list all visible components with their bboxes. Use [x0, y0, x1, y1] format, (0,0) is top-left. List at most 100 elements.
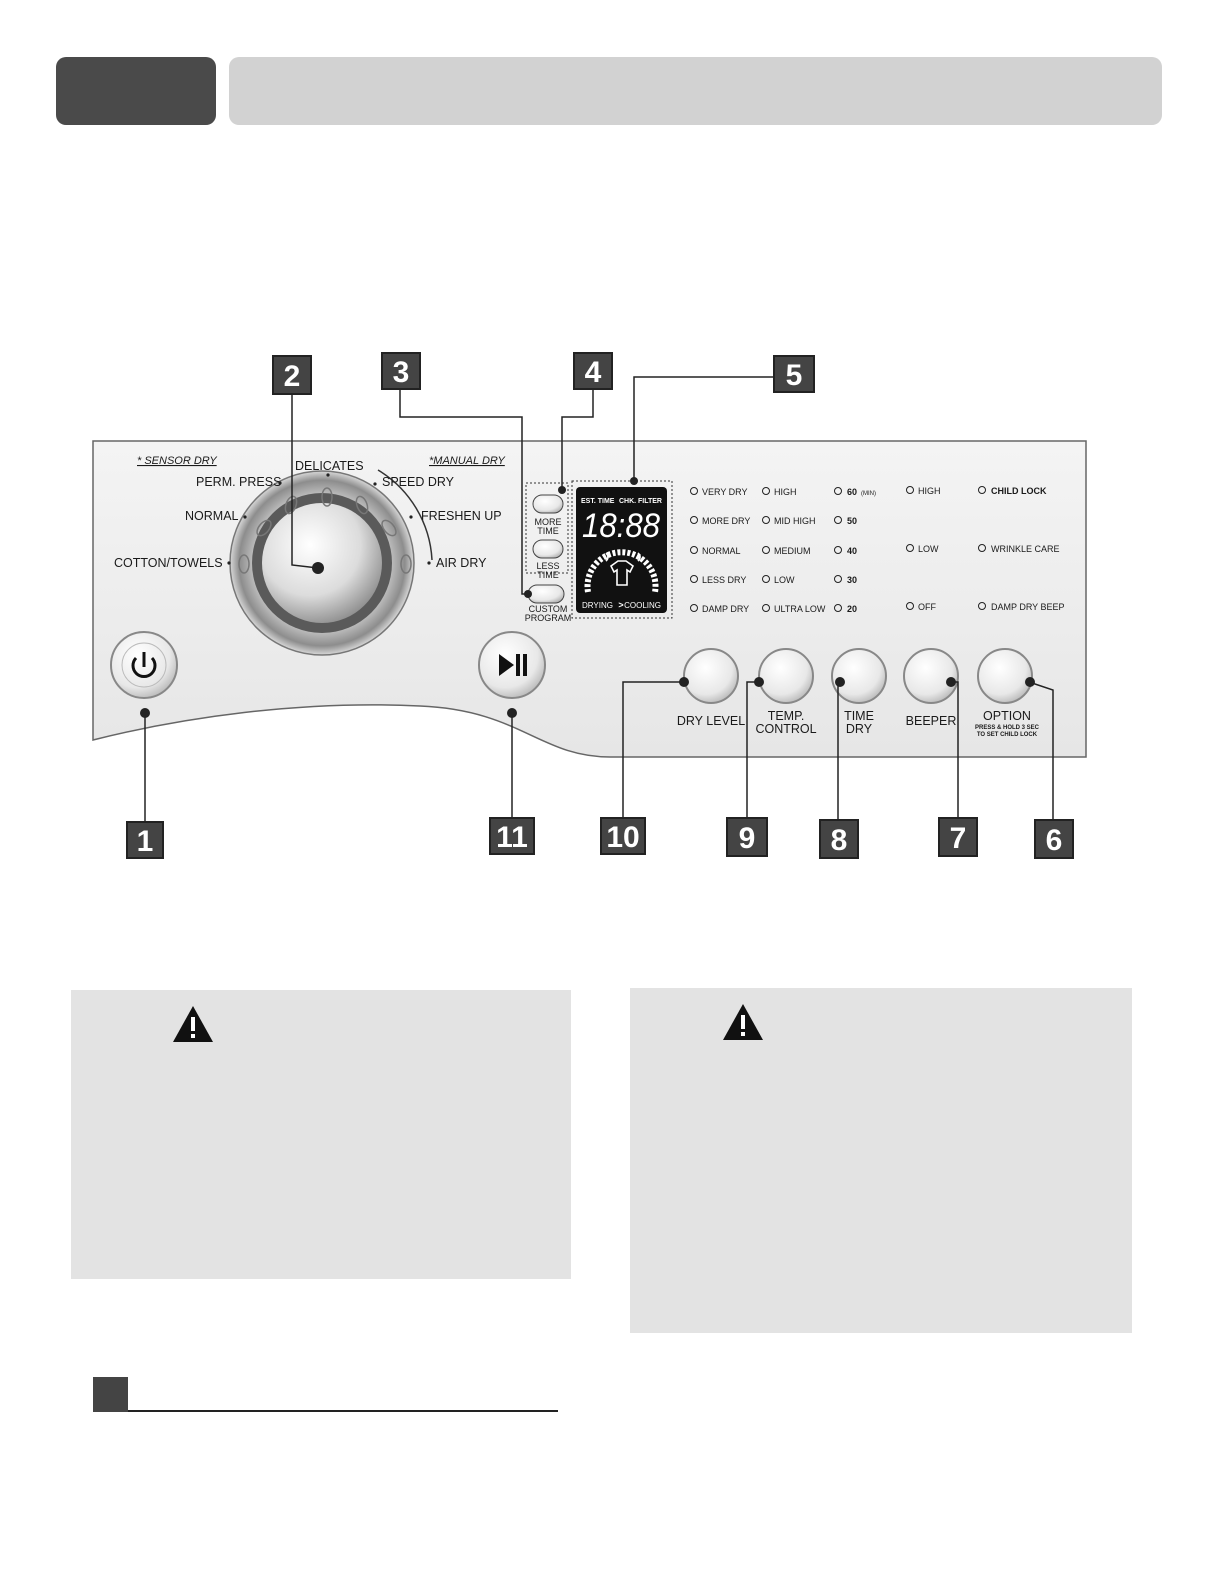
option-label: OPTION [983, 709, 1031, 723]
dial-cycle-dots [227, 473, 431, 565]
lcd-display: EST. TIME CHK. FILTER 18:88 DRYING > COO… [576, 487, 667, 613]
svg-text:8: 8 [831, 824, 848, 857]
callout-3: 3 [381, 352, 421, 390]
less-time-label-2: TIME [537, 570, 559, 580]
time-dry-label-2: DRY [846, 722, 873, 736]
dry-level-more-dry: MORE DRY [702, 516, 750, 526]
time-40: 40 [847, 546, 857, 556]
dry-level-button[interactable] [683, 648, 739, 704]
temp-low: LOW [774, 575, 795, 585]
temp-control-label-1: TEMP. [768, 709, 805, 723]
cycle-cotton-towels: COTTON/TOWELS [114, 556, 223, 570]
svg-text:7: 7 [950, 822, 967, 855]
less-time-button[interactable] [532, 539, 564, 559]
custom-program-label-2: PROGRAM [525, 613, 572, 623]
chk-filter-label: CHK. FILTER [619, 498, 662, 505]
beeper-options: HIGH LOW OFF [906, 486, 941, 612]
option-options: CHILD LOCK WRINKLE CARE DAMP DRY BEEP [978, 486, 1065, 612]
status-arrow: > [618, 600, 623, 610]
time-unit-min: (MIN) [861, 491, 876, 497]
callout-6: 6 [1034, 819, 1074, 859]
dry-level-options: VERY DRY MORE DRY NORMAL LESS DRY DAMP D… [690, 487, 750, 614]
power-icon [131, 652, 157, 678]
start-pause-button[interactable] [478, 631, 546, 699]
dry-level-less-dry: LESS DRY [702, 575, 746, 585]
time-options: 60 (MIN) 50 40 30 20 [834, 487, 876, 614]
caution-box-left [71, 990, 571, 1279]
control-panel-diagram: * SENSOR DRY *MANUAL DRY COTTON/TOWELS N… [92, 352, 1087, 859]
more-time-button[interactable] [532, 494, 564, 514]
option-child-lock: CHILD LOCK [991, 486, 1047, 496]
more-time-label-1: MORE [535, 517, 562, 527]
option-button[interactable] [977, 648, 1033, 704]
svg-text:4: 4 [585, 356, 602, 389]
drying-label: DRYING [582, 601, 613, 610]
svg-text:10: 10 [606, 821, 639, 854]
temp-control-button[interactable] [758, 648, 814, 704]
sensor-dry-label: * SENSOR DRY [137, 455, 217, 467]
svg-text:5: 5 [786, 359, 803, 392]
est-time-label: EST. TIME [581, 498, 615, 505]
option-damp-dry-beep: DAMP DRY BEEP [991, 602, 1065, 612]
custom-program-button[interactable] [527, 584, 565, 604]
dial-indicator-marks [238, 487, 412, 574]
cycle-air-dry: AIR DRY [436, 556, 487, 570]
section-heading-rule [128, 1410, 558, 1412]
callout-8: 8 [819, 819, 859, 859]
drying-shirt-icon [605, 552, 641, 586]
callout-leader-lines [144, 376, 1054, 830]
time-60: 60 [847, 487, 857, 497]
time-20: 20 [847, 604, 857, 614]
more-time-label-2: TIME [537, 526, 559, 536]
custom-program-label-1: CUSTOM [529, 604, 568, 614]
callout-7: 7 [938, 817, 978, 857]
warning-triangle-icon [723, 1004, 763, 1040]
time-buttons-frame [525, 482, 569, 574]
beeper-low: LOW [918, 544, 939, 554]
callout-2: 2 [272, 355, 312, 395]
power-button[interactable] [110, 631, 178, 699]
time-50: 50 [847, 516, 857, 526]
svg-text:3: 3 [393, 356, 410, 389]
dry-level-normal: NORMAL [702, 546, 741, 556]
callout-11: 11 [489, 817, 535, 855]
dry-level-damp-dry: DAMP DRY [702, 604, 749, 614]
svg-text:6: 6 [1046, 824, 1063, 857]
less-time-label-1: LESS [536, 561, 559, 571]
svg-text:2: 2 [284, 360, 301, 393]
temp-ultra-low: ULTRA LOW [774, 604, 826, 614]
option-wrinkle-care: WRINKLE CARE [991, 544, 1060, 554]
progress-arc [584, 549, 659, 593]
time-dry-button[interactable] [831, 648, 887, 704]
option-note-2: TO SET CHILD LOCK [977, 732, 1038, 738]
time-30: 30 [847, 575, 857, 585]
svg-text:11: 11 [496, 821, 528, 854]
manual-dry-label: *MANUAL DRY [429, 455, 505, 467]
option-note-1: PRESS & HOLD 3 SEC [975, 725, 1040, 731]
beeper-button[interactable] [903, 648, 959, 704]
beeper-off: OFF [918, 602, 936, 612]
callout-4: 4 [573, 352, 613, 390]
lcd-digits: 18:88 [582, 507, 660, 545]
beeper-label: BEEPER [906, 714, 957, 728]
svg-text:1: 1 [137, 825, 154, 858]
section-heading-marker [93, 1377, 128, 1412]
warning-triangle-icon [173, 1006, 213, 1042]
callout-9: 9 [726, 817, 768, 857]
header-tab-dark [56, 57, 216, 125]
cycle-perm-press: PERM. PRESS [196, 475, 281, 489]
callout-leader-dots [140, 477, 1035, 718]
temp-mid-high: MID HIGH [774, 516, 816, 526]
dry-level-label: DRY LEVEL [677, 714, 745, 728]
cooling-label: COOLING [624, 601, 661, 610]
cycle-freshen-up: FRESHEN UP [421, 509, 502, 523]
header-bar [229, 57, 1162, 125]
cycle-normal: NORMAL [185, 509, 239, 523]
caution-box-right [630, 988, 1132, 1333]
play-pause-icon [499, 654, 527, 676]
dry-level-very-dry: VERY DRY [702, 487, 748, 497]
temp-control-label-2: CONTROL [755, 722, 816, 736]
beeper-high: HIGH [918, 486, 941, 496]
svg-text:9: 9 [739, 822, 756, 855]
callout-1: 1 [126, 821, 164, 859]
